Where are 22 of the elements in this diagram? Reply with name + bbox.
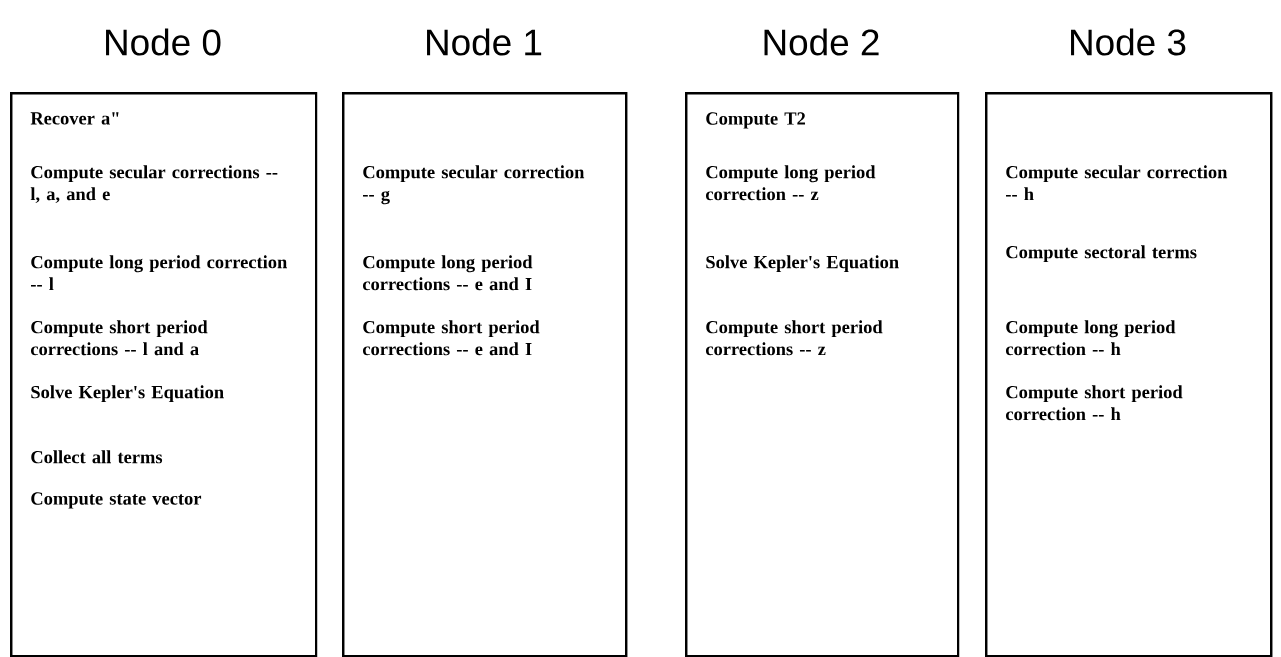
- column-heading: Node 0: [106, 28, 221, 56]
- task-text: Compute state vector: [31, 492, 202, 509]
- column-heading: Node 1: [427, 28, 542, 56]
- task-text: Compute short period corrections -- e and I: [363, 320, 540, 356]
- column-heading: Node 3: [1071, 28, 1186, 56]
- task-text: Compute short period correction -- h: [1006, 385, 1183, 421]
- task-text: Compute long period correction -- z: [706, 165, 876, 201]
- task-text: Compute sectoral terms: [1006, 245, 1197, 263]
- task-text: Compute long period correction -- h: [1006, 320, 1176, 356]
- task-text: Solve Kepler's Equation: [31, 385, 224, 403]
- task-text: Collect all terms: [31, 450, 163, 464]
- task-text: Compute short period corrections -- z: [706, 320, 883, 356]
- task-text: Compute secular correction -- h: [1006, 165, 1228, 201]
- task-text: Recover a": [30, 112, 119, 125]
- column-heading: Node 2: [764, 28, 879, 56]
- task-text: Compute long period correction -- l: [31, 255, 287, 291]
- task-text: Compute secular corrections -- l, a, and e: [30, 165, 278, 203]
- task-text: Compute secular correction -- g: [363, 165, 585, 205]
- task-text: Compute short period corrections -- l and a: [31, 320, 208, 356]
- task-text: Solve Kepler's Equation: [706, 255, 899, 273]
- task-text: Compute long period corrections -- e and I: [363, 255, 533, 291]
- task-text: Compute T2: [706, 112, 805, 129]
